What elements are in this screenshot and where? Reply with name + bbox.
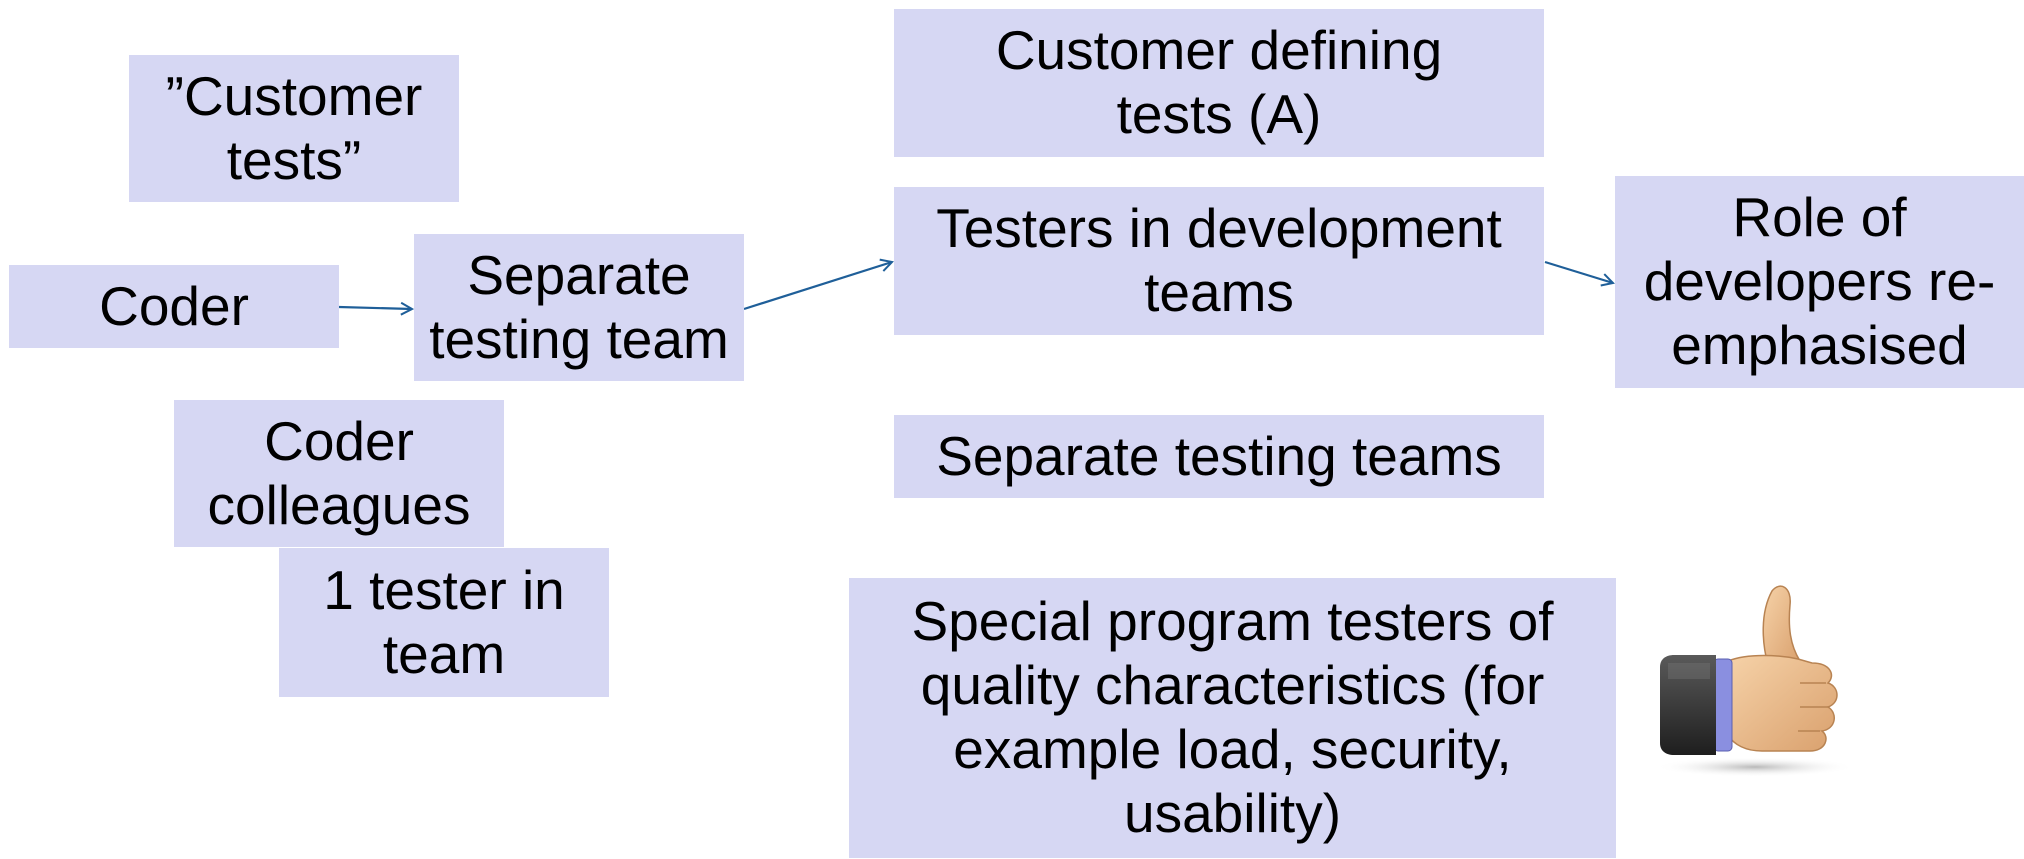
separate-testing-team-box: Separate testing team <box>414 234 744 381</box>
thumbs-up-icon <box>1655 585 1855 777</box>
role-of-developers-box: Role of developers re-emphasised <box>1615 176 2024 388</box>
customer-defining-tests-box: Customer defining tests (A) <box>894 9 1544 157</box>
arrow-separate-team-to-testers <box>743 262 892 311</box>
customer-tests-box: ”Customer tests” <box>129 55 459 202</box>
coder-colleagues-label: Coder colleagues <box>207 409 471 536</box>
role-of-developers-label: Role of developers re-emphasised <box>1643 186 1996 376</box>
special-program-testers-label: Special program testers of quality chara… <box>911 590 1554 844</box>
customer-tests-label: ”Customer tests” <box>165 64 423 191</box>
coder-colleagues-box: Coder colleagues <box>174 400 504 547</box>
one-tester-in-team-label: 1 tester in team <box>323 558 565 685</box>
separate-testing-teams-label: Separate testing teams <box>936 424 1502 487</box>
coder-box: Coder <box>9 265 339 348</box>
special-program-testers-box: Special program testers of quality chara… <box>849 578 1616 858</box>
testers-in-dev-teams-label: Testers in development teams <box>936 197 1502 323</box>
arrow-coder-to-separate-team <box>338 307 412 309</box>
one-tester-in-team-box: 1 tester in team <box>279 548 609 697</box>
arrow-testers-to-developers <box>1544 260 1613 283</box>
coder-label: Coder <box>99 274 249 337</box>
separate-testing-teams-box: Separate testing teams <box>894 415 1544 498</box>
separate-testing-team-label: Separate testing team <box>429 243 729 370</box>
testers-in-dev-teams-box: Testers in development teams <box>894 187 1544 335</box>
customer-defining-tests-label: Customer defining tests (A) <box>995 19 1443 145</box>
